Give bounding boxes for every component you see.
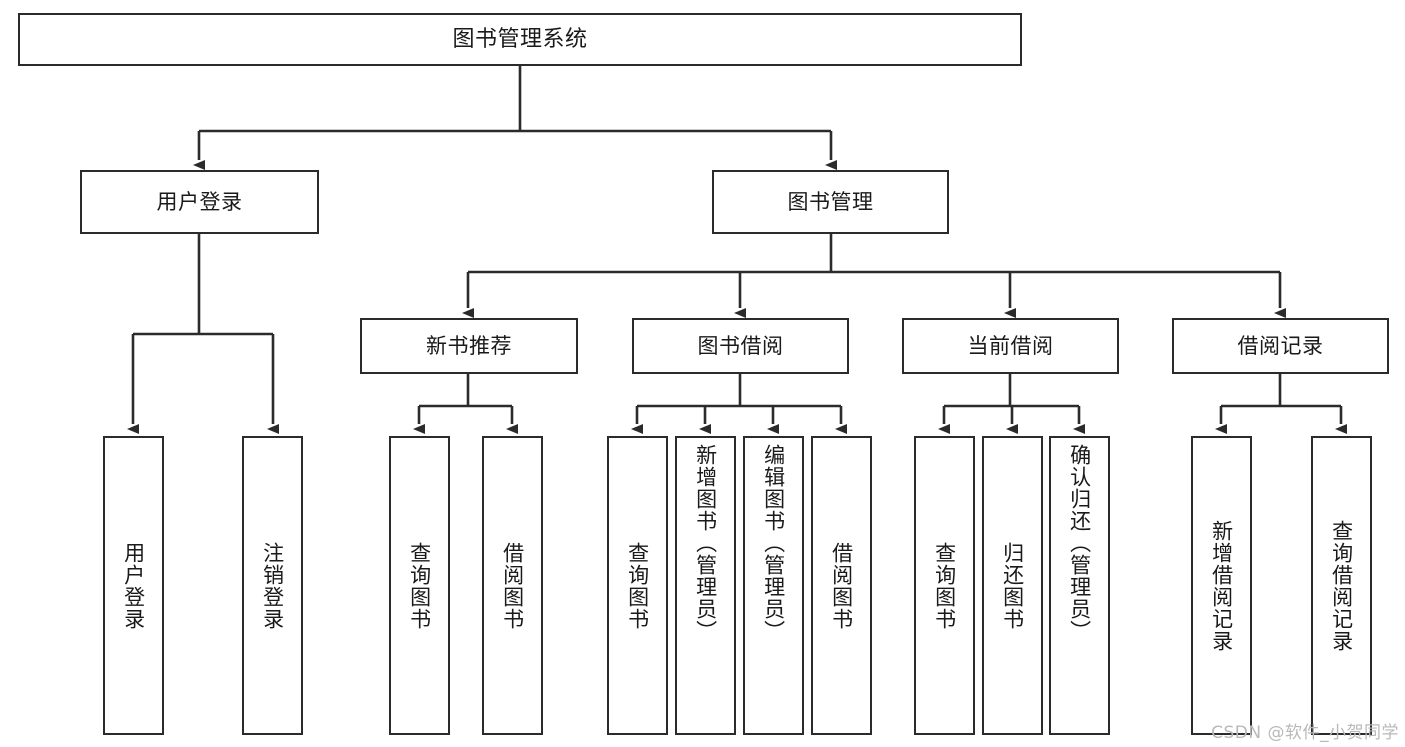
node-user-login[interactable]: 用户登录 <box>80 170 319 234</box>
node-book-management-system[interactable]: 图书管理系统 <box>18 13 1022 66</box>
node-label: 注销登录 <box>260 541 285 630</box>
leaf-query-book-current[interactable]: 查询图书 <box>914 436 975 735</box>
leaf-return-book[interactable]: 归还图书 <box>982 436 1043 735</box>
leaf-borrow-book[interactable]: 借阅图书 <box>811 436 872 735</box>
leaf-query-borrow-record[interactable]: 查询借阅记录 <box>1311 436 1372 735</box>
node-label: 借阅记录 <box>1237 333 1324 358</box>
node-book-management[interactable]: 图书管理 <box>712 170 949 234</box>
leaf-query-book-recommend[interactable]: 查询图书 <box>389 436 450 735</box>
node-label: 确认归还（管理员） <box>1067 444 1092 642</box>
node-label: 借阅图书 <box>500 541 525 630</box>
csdn-watermark: CSDN @软件_小贺同学 <box>1211 723 1399 743</box>
node-label: 查询图书 <box>932 541 957 630</box>
node-label: 新增图书（管理员） <box>693 444 718 642</box>
node-current-borrow[interactable]: 当前借阅 <box>902 318 1119 374</box>
node-label: 用户登录 <box>156 189 243 214</box>
node-label: 编辑图书（管理员） <box>761 444 786 642</box>
leaf-edit-book-admin[interactable]: 编辑图书（管理员） <box>743 436 804 735</box>
node-label: 当前借阅 <box>967 333 1054 358</box>
node-label: 归还图书 <box>1000 541 1025 630</box>
node-book-borrow[interactable]: 图书借阅 <box>632 318 849 374</box>
leaf-add-book-admin[interactable]: 新增图书（管理员） <box>675 436 736 735</box>
node-label: 图书管理 <box>787 189 874 214</box>
leaf-query-book-borrow[interactable]: 查询图书 <box>607 436 668 735</box>
node-label: 查询图书 <box>407 541 432 630</box>
node-label: 用户登录 <box>121 541 146 630</box>
node-label: 查询借阅记录 <box>1329 519 1354 652</box>
node-label: 查询图书 <box>625 541 650 630</box>
node-new-book-recommend[interactable]: 新书推荐 <box>360 318 578 374</box>
node-label: 图书管理系统 <box>452 26 588 52</box>
node-label: 新书推荐 <box>426 333 512 358</box>
node-borrow-record[interactable]: 借阅记录 <box>1172 318 1389 374</box>
node-label: 借阅图书 <box>829 541 854 630</box>
leaf-user-login[interactable]: 用户登录 <box>103 436 164 735</box>
leaf-logout-login[interactable]: 注销登录 <box>242 436 303 735</box>
leaf-borrow-book-recommend[interactable]: 借阅图书 <box>482 436 543 735</box>
leaf-confirm-return-admin[interactable]: 确认归还（管理员） <box>1049 436 1110 735</box>
node-label: 新增借阅记录 <box>1209 519 1234 652</box>
node-label: 图书借阅 <box>697 333 784 358</box>
leaf-add-borrow-record[interactable]: 新增借阅记录 <box>1191 436 1252 735</box>
